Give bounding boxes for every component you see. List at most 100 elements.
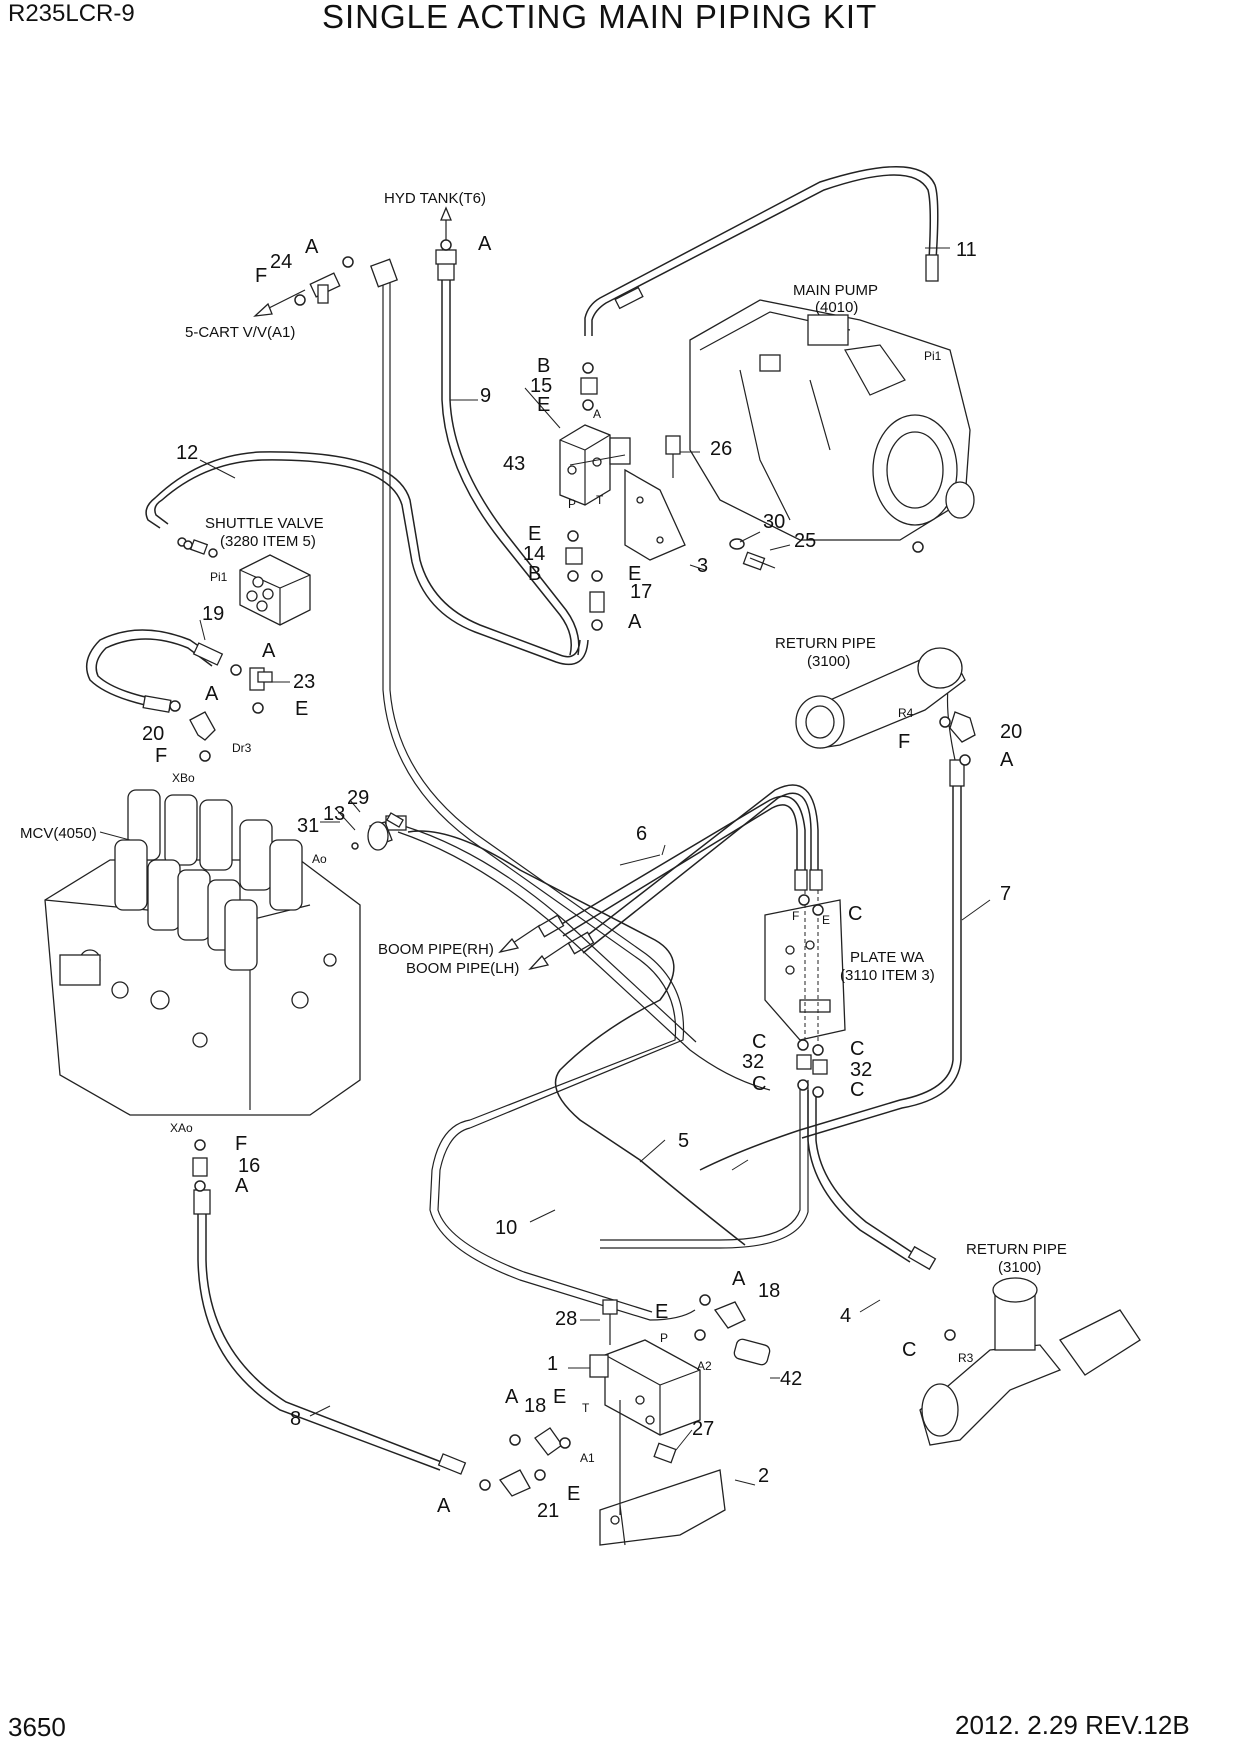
hydtank-fitting — [435, 206, 457, 265]
callout-17: 17 — [630, 581, 652, 603]
label-return-pipe-upper: RETURN PIPE — [775, 635, 876, 652]
letter-c-plate2: C — [752, 1031, 766, 1053]
callout-3: 3 — [697, 555, 708, 577]
letter-e-17: E — [628, 563, 641, 585]
letter-a-23: A — [262, 640, 276, 662]
bolt-28 — [602, 1299, 618, 1345]
callout-2: 2 — [758, 1465, 769, 1487]
valve-43 — [559, 424, 631, 506]
letter-c-plate3: C — [850, 1038, 864, 1060]
elbow-18-upper — [713, 1301, 746, 1329]
label-return-pipe-lower: RETURN PIPE — [966, 1241, 1067, 1258]
nipple-17 — [589, 591, 605, 613]
valve-1 — [589, 1339, 701, 1436]
nipple-15 — [580, 377, 598, 395]
callout-28: 28 — [555, 1308, 577, 1330]
callout-7: 7 — [1000, 883, 1011, 905]
bracket-3 — [624, 468, 686, 561]
label-cart-valve: 5-CART V/V(A1) — [185, 324, 295, 341]
callout-43: 43 — [503, 453, 525, 475]
letter-a-18r: A — [732, 1268, 746, 1290]
letter-f-16: F — [235, 1133, 247, 1155]
return-pipe-upper — [795, 647, 966, 749]
callout-31: 31 — [297, 815, 319, 837]
label-return-pipe-lower-ref: (3100) — [998, 1259, 1041, 1276]
port-a1: A1 — [580, 1451, 595, 1465]
label-boom-pipe-rh: BOOM PIPE(RH) — [378, 941, 494, 958]
letter-e-21: E — [567, 1483, 580, 1505]
callout-8: 8 — [290, 1408, 301, 1430]
revision-date: 2012. 2.29 REV.12B — [955, 1710, 1190, 1740]
port-p-lower: P — [660, 1331, 668, 1345]
pipe-10 — [370, 258, 696, 1321]
hose-6 — [537, 784, 823, 955]
elbow-20-left — [189, 711, 216, 741]
page-number: 3650 — [8, 1712, 66, 1742]
label-mcv: MCV(4050) — [20, 825, 97, 842]
callout-6: 6 — [636, 823, 647, 845]
label-main-pump: MAIN PUMP — [793, 282, 878, 299]
letter-e-18r: E — [655, 1301, 668, 1323]
label-plate-wa: PLATE WA — [850, 949, 924, 966]
return-pipe-lower — [919, 1277, 1141, 1446]
label-shuttle-valve-ref: (3280 ITEM 5) — [220, 533, 316, 550]
callout-5: 5 — [678, 1130, 689, 1152]
callout-13: 13 — [323, 803, 345, 825]
callout-10: 10 — [495, 1217, 517, 1239]
letter-f-20l: F — [155, 745, 167, 767]
callout-14: 14 — [523, 543, 545, 565]
port-e-plate: E — [822, 913, 830, 927]
letter-a-24: A — [305, 236, 319, 258]
hose-7 — [699, 759, 965, 1171]
label-hyd-tank: HYD TANK(T6) — [384, 190, 486, 207]
tee-23 — [249, 667, 273, 691]
callout-1: 1 — [547, 1353, 558, 1375]
callout-29: 29 — [347, 787, 369, 809]
callout-11: 11 — [956, 239, 977, 261]
port-labels: Pi1 Pi1 Dr3 XBo XAo Ao R4 R3 A P T F E P… — [170, 349, 974, 1465]
callout-24: 24 — [270, 251, 292, 273]
callout-21: 21 — [537, 1500, 559, 1522]
callout-25: 25 — [794, 530, 816, 552]
port-ao: Ao — [312, 852, 327, 866]
letter-f-20r: F — [898, 731, 910, 753]
callout-15: 15 — [530, 375, 552, 397]
cart-valve-arrow — [253, 289, 306, 317]
model-code: R235LCR-9 — [8, 0, 135, 27]
letter-f-24: F — [255, 265, 267, 287]
callout-27: 27 — [692, 1418, 714, 1440]
callout-16: 16 — [238, 1155, 260, 1177]
hose-8 — [193, 1189, 467, 1475]
clamp-29-31 — [351, 812, 404, 851]
switch-42 — [733, 1338, 771, 1366]
hose-11 — [584, 166, 939, 336]
o-rings — [169, 239, 971, 1491]
bracket-2 — [599, 1400, 726, 1546]
bolt-27 — [653, 1442, 677, 1464]
callout-9: 9 — [480, 385, 491, 407]
letter-c-plate4: C — [752, 1073, 766, 1095]
callout-19: 19 — [202, 603, 224, 625]
callout-18-upper: 18 — [758, 1280, 780, 1302]
letter-c-plate5: C — [850, 1079, 864, 1101]
label-plate-wa-ref: (3110 ITEM 3) — [840, 967, 935, 984]
letter-a-17: A — [628, 611, 642, 633]
mcv-4050 — [44, 789, 361, 1116]
callout-32-left: 32 — [742, 1051, 764, 1073]
mcv-spools — [114, 789, 303, 971]
component-labels: HYD TANK(T6) MAIN PUMP (4010) 5-CART V/V… — [20, 190, 1067, 1276]
elbow-20-right — [949, 711, 976, 743]
hose-4 — [807, 1090, 937, 1271]
letter-callouts: A A F B E E B E A A E A F F A C C C C C … — [155, 233, 1014, 1517]
label-boom-pipe-lh: BOOM PIPE(LH) — [406, 960, 519, 977]
callout-30: 30 — [763, 511, 785, 533]
port-a-valve: A — [593, 407, 601, 421]
letter-a-tank: A — [478, 233, 492, 255]
leader-lines — [99, 247, 991, 1486]
tee-24 — [309, 272, 341, 304]
letter-b-15: B — [537, 355, 550, 377]
hose-19 — [85, 629, 224, 713]
hose-5 — [407, 830, 809, 1249]
port-pi1-shuttle: Pi1 — [210, 570, 228, 584]
